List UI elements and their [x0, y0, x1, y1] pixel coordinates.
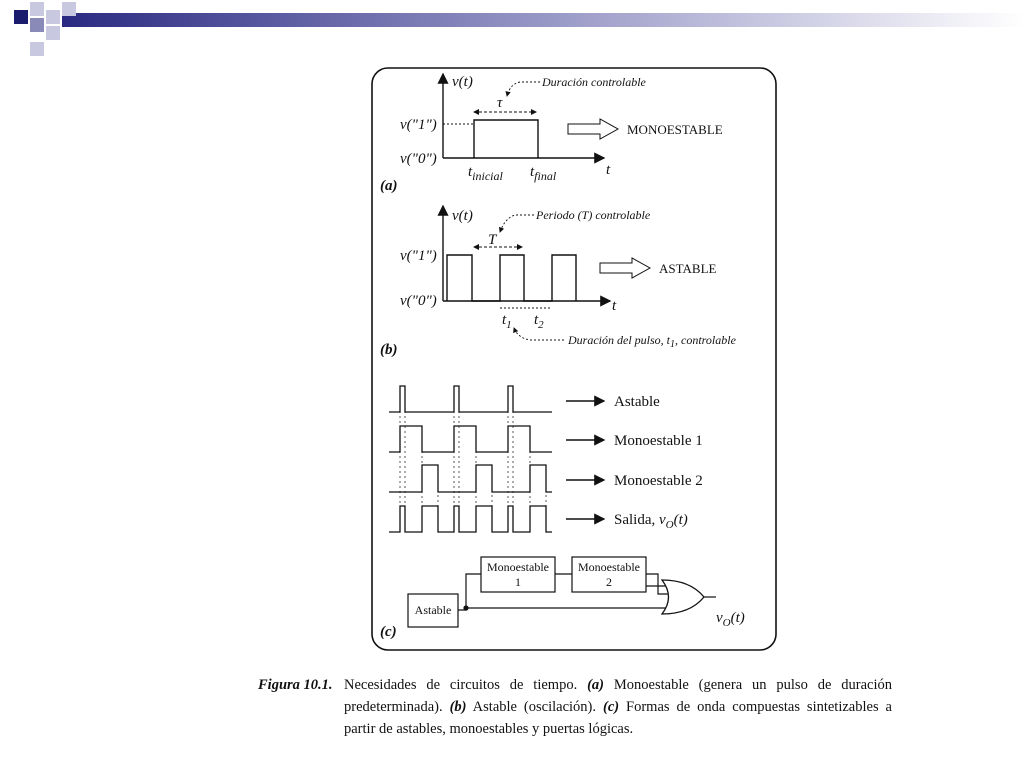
block-monostable-2-line2: 2 [606, 575, 612, 589]
panel-b-t2: t2 [534, 312, 544, 331]
panel-b-period: T [488, 232, 498, 248]
panel-b-axis-v: v(t) [452, 208, 473, 224]
or-gate-icon [660, 579, 705, 615]
panel-c-waveforms: Astable Monoestable 1 Monoestable 2 Sali… [389, 385, 703, 533]
output-label-pre: Salida, [614, 512, 659, 528]
circuit-output-label: vO(t) [716, 610, 745, 629]
output-label-sub: O [666, 519, 674, 531]
panel-a-pulse [473, 119, 539, 158]
panel-a-level-0: v("0") [400, 151, 437, 167]
slide-top-gradient-bar [62, 13, 1024, 27]
caption-text-1: Necesidades de circuitos de tiempo. [344, 677, 588, 693]
output-label-v: v [659, 512, 666, 528]
caption-text-2: Monoestable (genera un pulso de duración… [344, 677, 892, 715]
panel-b-tag: (b) [380, 342, 398, 358]
panel-a-note: Duración controlable [541, 75, 647, 89]
panel-b-astable: v(t) v("1") v("0") T Periodo (T) control… [380, 204, 737, 358]
pulse-note-post: , controlable [675, 333, 737, 347]
wave-output [389, 505, 552, 533]
wave-monostable-1 [389, 425, 552, 453]
t1-sub: 1 [506, 319, 512, 331]
t1-base: t [502, 312, 507, 328]
wave-label-monostable-1: Monoestable 1 [614, 433, 703, 449]
pulse-note-pre: Duración del pulso, [567, 333, 667, 347]
wave-monostable-2 [389, 464, 552, 493]
t-initial-sub: inicial [472, 169, 503, 183]
panel-a-tag: (a) [380, 178, 398, 194]
caption-body: Necesidades de circuitos de tiempo. (a) … [344, 674, 892, 740]
output-label-post: (t) [674, 512, 688, 528]
panel-a-monostable: v(t) v("1") v("0") τ Duración controlabl… [380, 72, 723, 194]
panel-a-level-1: v("1") [400, 117, 437, 133]
panel-b-pulse-train [446, 254, 577, 302]
slide-corner-squares-logo [14, 2, 76, 56]
t-initial-base: t [468, 164, 473, 180]
panel-a-tau: τ [497, 95, 503, 111]
t2-sub: 2 [538, 319, 544, 331]
wave-label-output: Salida, vO(t) [614, 512, 688, 531]
panel-b-level-0: v("0") [400, 293, 437, 309]
caption-text-3: Astable (oscilación). [466, 699, 603, 715]
caption-key-a: (a) [587, 677, 604, 693]
panel-c-tag: (c) [380, 624, 397, 640]
block-monostable-1-line2: 1 [515, 575, 521, 589]
caption-figure-ref: Figura 10.1. [258, 677, 333, 693]
panel-b-pulse-note: Duración del pulso, t1, controlable [567, 333, 737, 350]
caption-key-c: (c) [602, 699, 620, 715]
panel-a-axis-v: v(t) [452, 74, 473, 90]
t-final-sub: final [534, 169, 557, 183]
panel-b-note: Periodo (T) controlable [535, 208, 651, 222]
panel-a-axis-t: t [606, 162, 611, 178]
t2-base: t [534, 312, 539, 328]
block-monostable-2-line1: Monoestable [578, 560, 640, 574]
pulse-note-sub: 1 [670, 339, 675, 350]
panel-b-axis-t: t [612, 298, 617, 314]
wave-astable [389, 385, 552, 413]
circuit-out-sub: O [723, 617, 731, 629]
panel-b-level-1: v("1") [400, 248, 437, 264]
circuit-out-post: (t) [731, 610, 745, 626]
panel-a-result: MONOESTABLE [627, 122, 723, 137]
wave-label-monostable-2: Monoestable 2 [614, 473, 703, 489]
panel-b-hollow-arrow [599, 257, 652, 279]
caption-key-b: (b) [449, 699, 467, 715]
wave-label-astable: Astable [614, 394, 660, 410]
panel-a-t-final: tfinal [530, 164, 557, 183]
block-monostable-1-line1: Monoestable [487, 560, 549, 574]
pulse-note-t: t [667, 333, 671, 347]
figure-caption: Figura 10.1. Necesidades de circuitos de… [258, 674, 892, 740]
panel-c-circuit: Astable Monoestable 1 Monoestable 2 vO(t… [380, 556, 745, 640]
panel-a-hollow-arrow [567, 118, 620, 140]
panel-b-t1: t1 [502, 312, 512, 331]
panel-a-t-initial: tinicial [468, 164, 504, 183]
t-final-base: t [530, 164, 535, 180]
circuit-out-v: v [716, 610, 723, 626]
caption-text-4: Formas de onda compuestas sintetizables … [344, 699, 892, 737]
block-astable-label: Astable [415, 603, 452, 617]
figure-frame [371, 67, 777, 651]
panel-b-result: ASTABLE [659, 261, 717, 276]
